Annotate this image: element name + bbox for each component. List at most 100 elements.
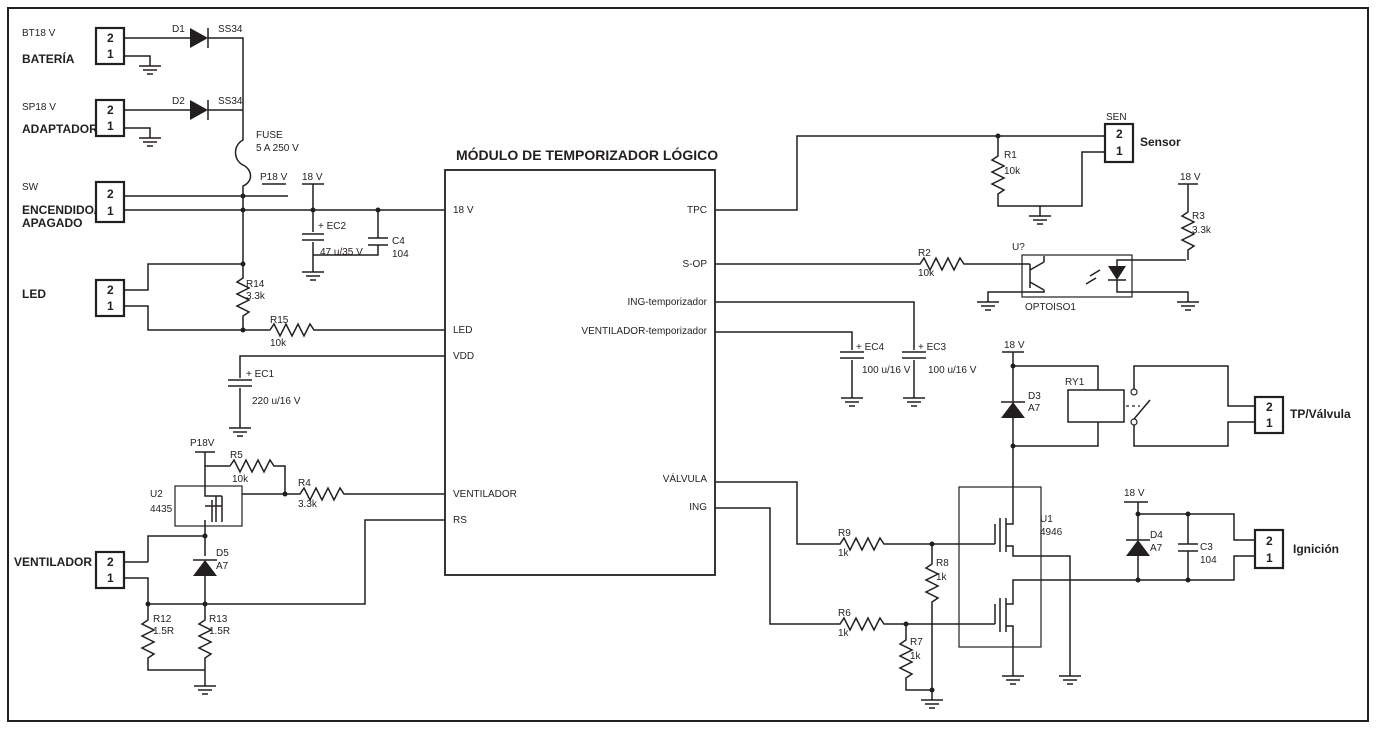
svg-text:TP/Válvula: TP/Válvula [1290, 407, 1351, 421]
resistor-r15: R15 10k [269, 315, 445, 349]
svg-text:220 u/16 V: 220 u/16 V [252, 396, 301, 407]
svg-text:SS34: SS34 [218, 96, 243, 107]
capacitor-ec3: + EC3 100 u/16 V [715, 301, 977, 407]
svg-text:1: 1 [107, 204, 114, 218]
svg-text:VENTILADOR: VENTILADOR [453, 489, 517, 500]
valve-connector: 2 1 TP/Válvula [1253, 395, 1351, 435]
diode-d1: D1 SS34 [172, 24, 244, 106]
fan-connector: 2 1 VENTILADOR [14, 550, 149, 604]
svg-text:1: 1 [107, 119, 114, 133]
wire-rs [148, 519, 445, 605]
ignition-connector: 2 1 Ignición [1253, 528, 1339, 570]
capacitor-ec2: + EC2 47 u/35 V [301, 210, 363, 281]
diode-d3: D3 A7 [1001, 351, 1099, 487]
net-18v-b: 18 V [1180, 172, 1201, 183]
resistor-r4: R4 3.3k [285, 478, 445, 510]
svg-text:10k: 10k [270, 338, 287, 349]
svg-text:R2: R2 [918, 248, 931, 259]
svg-text:R15: R15 [270, 315, 289, 326]
net-18v-d: 18 V [1124, 488, 1145, 499]
svg-text:SS34: SS34 [218, 24, 243, 35]
svg-text:U1: U1 [1040, 514, 1053, 525]
svg-text:SEN: SEN [1106, 112, 1127, 123]
svg-text:BT18 V: BT18 V [22, 28, 56, 39]
svg-text:VENTILADOR-temporizador: VENTILADOR-temporizador [581, 326, 707, 337]
svg-text:ENCENDIDO/: ENCENDIDO/ [22, 203, 98, 217]
svg-text:R5: R5 [230, 450, 243, 461]
svg-text:10k: 10k [232, 474, 249, 485]
svg-text:+ EC1: + EC1 [246, 369, 275, 380]
capacitor-ec1: + EC1 220 u/16 V [228, 355, 445, 437]
svg-text:100 u/16 V: 100 u/16 V [862, 365, 911, 376]
svg-text:D4: D4 [1150, 530, 1163, 541]
svg-text:10k: 10k [1004, 166, 1021, 177]
resistor-r6: R6 1k [715, 507, 995, 639]
svg-text:4946: 4946 [1040, 527, 1063, 538]
svg-text:LED: LED [453, 325, 472, 336]
svg-text:A7: A7 [216, 561, 229, 572]
svg-text:R7: R7 [910, 637, 923, 648]
svg-text:1: 1 [1266, 551, 1273, 565]
resistor-r3: R3 3.3k [1178, 183, 1212, 260]
svg-text:RY1: RY1 [1065, 377, 1085, 388]
resistor-r13: R13 1.5R [193, 604, 230, 695]
capacitor-c3: C3 104 [1138, 511, 1255, 583]
resistor-r8: R8 1k [924, 544, 949, 690]
svg-text:+ EC2: + EC2 [318, 221, 347, 232]
svg-text:3.3k: 3.3k [298, 499, 318, 510]
net-p18v: P18V [190, 438, 215, 449]
svg-text:2: 2 [107, 187, 114, 201]
svg-text:2: 2 [107, 283, 114, 297]
svg-text:U2: U2 [150, 489, 163, 500]
capacitor-ec4: + EC4 100 u/16 V [715, 331, 911, 407]
relay-ry1: RY1 [1013, 365, 1255, 447]
capacitor-c4: C4 104 [313, 210, 409, 260]
diagram-frame [7, 7, 1369, 722]
svg-text:VENTILADOR: VENTILADOR [14, 555, 92, 569]
svg-text:R13: R13 [209, 614, 228, 625]
svg-text:D1: D1 [172, 24, 185, 35]
svg-text:A7: A7 [1028, 403, 1041, 414]
svg-text:10k: 10k [918, 268, 935, 279]
svg-text:SW: SW [22, 182, 39, 193]
svg-text:+ EC4: + EC4 [856, 342, 885, 353]
resistor-r1: R1 10k [990, 136, 1105, 225]
svg-text:2: 2 [1266, 400, 1273, 414]
svg-text:TPC: TPC [687, 205, 707, 216]
svg-text:OPTOISO1: OPTOISO1 [1025, 302, 1076, 313]
optocoupler: U? OPTOISO1 [976, 242, 1200, 313]
svg-text:Ignición: Ignición [1293, 542, 1339, 556]
svg-text:1: 1 [1266, 416, 1273, 430]
svg-text:R1: R1 [1004, 150, 1017, 161]
mosfet-u1: U1 4946 [958, 486, 1138, 685]
svg-text:2: 2 [107, 555, 114, 569]
svg-text:104: 104 [1200, 555, 1217, 566]
svg-text:APAGADO: APAGADO [22, 216, 82, 230]
svg-text:R9: R9 [838, 528, 851, 539]
svg-text:ADAPTADOR: ADAPTADOR [22, 122, 98, 136]
svg-text:R3: R3 [1192, 211, 1205, 222]
svg-text:A7: A7 [1150, 543, 1163, 554]
svg-text:VDD: VDD [453, 351, 474, 362]
svg-text:104: 104 [392, 249, 409, 260]
svg-text:FUSE: FUSE [256, 130, 283, 141]
switch-connector: 2 1 SW ENCENDIDO/ APAGADO [22, 180, 445, 230]
svg-text:R4: R4 [298, 478, 311, 489]
resistor-r9: R9 1k [715, 481, 995, 559]
resistor-r14: R14 3.3k [235, 210, 266, 333]
resistor-r12: R12 1.5R [140, 604, 205, 671]
resistor-r2: R2 10k [715, 248, 1030, 279]
svg-text:R12: R12 [153, 614, 172, 625]
svg-text:1k: 1k [936, 572, 948, 583]
resistor-r5: R5 10k [229, 450, 286, 494]
led-connector: 2 1 LED [22, 263, 270, 331]
svg-text:100 u/16 V: 100 u/16 V [928, 365, 977, 376]
svg-text:3.3k: 3.3k [1192, 225, 1212, 236]
sensor-connector: 2 1 SEN Sensor [1103, 112, 1181, 164]
svg-text:R6: R6 [838, 608, 851, 619]
svg-text:3.3k: 3.3k [246, 291, 266, 302]
svg-text:S-OP: S-OP [683, 259, 708, 270]
diode-d5: D5 A7 [147, 533, 229, 604]
diode-d2: D2 SS34 [172, 96, 243, 120]
